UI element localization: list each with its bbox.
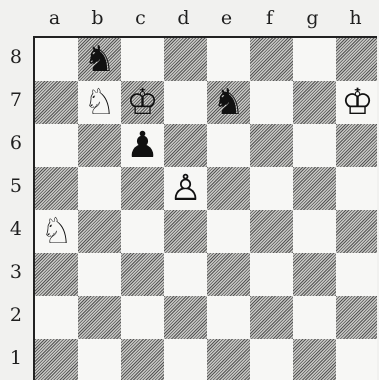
square-a2[interactable] [35,296,78,339]
square-g8[interactable] [293,38,336,81]
square-e2[interactable] [207,296,250,339]
square-g4[interactable] [293,210,336,253]
white-knight-icon[interactable]: ♘ [83,85,115,121]
square-h7[interactable]: ♔ [336,81,377,124]
rank-label-8: 8 [0,36,30,79]
square-a4[interactable]: ♘ [35,210,78,253]
rank-label-4: 4 [0,208,30,251]
file-label-g: g [291,6,334,30]
square-c5[interactable] [121,167,164,210]
white-knight-icon[interactable]: ♘ [40,214,72,250]
chess-board: ♞ ♘ ♔ ♞ ♔ ♟ ♙ ♘ [33,36,377,380]
square-e1[interactable] [207,339,250,380]
rank-label-6: 6 [0,122,30,165]
square-g5[interactable] [293,167,336,210]
square-d8[interactable] [164,38,207,81]
square-b1[interactable] [78,339,121,380]
white-king-icon[interactable]: ♔ [341,85,373,121]
square-f5[interactable] [250,167,293,210]
square-b6[interactable] [78,124,121,167]
square-c3[interactable] [121,253,164,296]
square-h2[interactable] [336,296,377,339]
square-e7[interactable]: ♞ [207,81,250,124]
rank-labels: 8 7 6 5 4 3 2 1 [0,36,30,380]
white-king-icon[interactable]: ♔ [126,85,158,121]
black-knight-icon[interactable]: ♞ [212,85,244,121]
square-d7[interactable] [164,81,207,124]
square-a3[interactable] [35,253,78,296]
file-label-e: e [205,6,248,30]
square-d4[interactable] [164,210,207,253]
square-d6[interactable] [164,124,207,167]
rank-label-1: 1 [0,337,30,380]
square-f8[interactable] [250,38,293,81]
square-c6[interactable]: ♟ [121,124,164,167]
square-d3[interactable] [164,253,207,296]
rank-label-5: 5 [0,165,30,208]
square-d5[interactable]: ♙ [164,167,207,210]
square-b5[interactable] [78,167,121,210]
black-pawn-icon[interactable]: ♟ [126,128,158,164]
square-f4[interactable] [250,210,293,253]
square-f1[interactable] [250,339,293,380]
square-b4[interactable] [78,210,121,253]
square-f3[interactable] [250,253,293,296]
square-a6[interactable] [35,124,78,167]
square-c4[interactable] [121,210,164,253]
square-g3[interactable] [293,253,336,296]
square-a5[interactable] [35,167,78,210]
square-g6[interactable] [293,124,336,167]
square-a7[interactable] [35,81,78,124]
square-e5[interactable] [207,167,250,210]
square-e4[interactable] [207,210,250,253]
square-a1[interactable] [35,339,78,380]
square-a8[interactable] [35,38,78,81]
square-d2[interactable] [164,296,207,339]
rank-label-7: 7 [0,79,30,122]
file-label-c: c [119,6,162,30]
square-d1[interactable] [164,339,207,380]
rank-label-2: 2 [0,294,30,337]
file-labels: a b c d e f g h [33,6,377,30]
square-f2[interactable] [250,296,293,339]
square-h6[interactable] [336,124,377,167]
white-pawn-icon[interactable]: ♙ [169,171,201,207]
square-h4[interactable] [336,210,377,253]
square-e8[interactable] [207,38,250,81]
square-g1[interactable] [293,339,336,380]
square-b2[interactable] [78,296,121,339]
square-h1[interactable] [336,339,377,380]
square-b7[interactable]: ♘ [78,81,121,124]
square-c2[interactable] [121,296,164,339]
square-c7[interactable]: ♔ [121,81,164,124]
file-label-h: h [334,6,377,30]
file-label-f: f [248,6,291,30]
file-label-b: b [76,6,119,30]
square-b8[interactable]: ♞ [78,38,121,81]
square-e6[interactable] [207,124,250,167]
square-f6[interactable] [250,124,293,167]
square-f7[interactable] [250,81,293,124]
file-label-d: d [162,6,205,30]
square-h8[interactable] [336,38,377,81]
square-h3[interactable] [336,253,377,296]
square-c1[interactable] [121,339,164,380]
square-h5[interactable] [336,167,377,210]
file-label-a: a [33,6,76,30]
square-b3[interactable] [78,253,121,296]
square-g2[interactable] [293,296,336,339]
square-e3[interactable] [207,253,250,296]
square-c8[interactable] [121,38,164,81]
black-knight-icon[interactable]: ♞ [83,42,115,78]
rank-label-3: 3 [0,251,30,294]
square-g7[interactable] [293,81,336,124]
